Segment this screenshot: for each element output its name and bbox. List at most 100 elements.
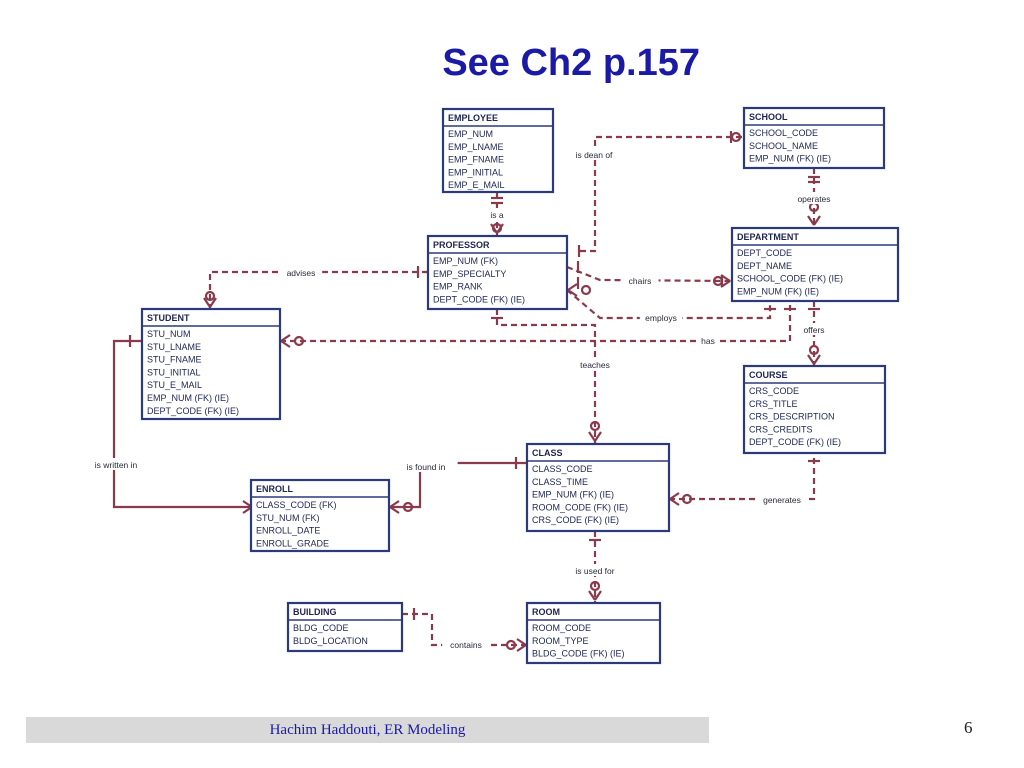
entity-attribute: SCHOOL_CODE (FK) (IE) [737, 274, 843, 284]
entity-attribute: EMP_FNAME [448, 155, 504, 165]
entity-attribute: EMP_SPECIALTY [433, 269, 506, 279]
cardinality-markers [128, 131, 821, 652]
relationship-label-bg [394, 460, 458, 472]
entity-attribute: CRS_DESCRIPTION [749, 412, 835, 422]
entity-box [441, 107, 555, 194]
teaches-line [495, 309, 597, 444]
entity-attribute: EMP_RANK [433, 282, 483, 292]
relationship-labels: is dean of is a operates advises chairs emplo… [79, 148, 838, 650]
entity-attribute: STU_E_MAIL [147, 380, 202, 390]
many-marker [389, 500, 400, 514]
entity-name: BUILDING [293, 607, 337, 617]
entity-box [286, 601, 404, 653]
optional-marker [580, 284, 592, 296]
entity-name: ENROLL [256, 484, 294, 494]
entity-employee: EMPLOYEEEMP_NUMEMP_LNAMEEMP_FNAMEEMP_INI… [441, 107, 555, 194]
relationship-label-bg [483, 208, 511, 220]
relationship-label-bg [795, 323, 833, 335]
entity-attribute: DEPT_CODE (FK) (IE) [749, 437, 841, 447]
entity-name: CLASS [532, 448, 563, 458]
page-number: 6 [964, 718, 973, 737]
many-marker [280, 334, 291, 348]
relationship-label-bg [697, 334, 719, 346]
contains-line [402, 612, 527, 647]
optional-marker [589, 580, 601, 592]
relationship-label-chairs: chairs [629, 276, 652, 286]
entity-name: ROOM [532, 607, 560, 617]
optional-marker [293, 335, 305, 347]
relationship-label-is-dean-of: is dean of [576, 150, 613, 160]
entities: EMPLOYEEEMP_NUMEMP_LNAMEEMP_FNAMEEMP_INI… [140, 106, 900, 665]
entity-name: COURSE [749, 370, 788, 380]
is-dean-of-line [580, 135, 744, 253]
entity-attribute: EMP_NUM [448, 129, 493, 139]
many-marker [567, 283, 578, 297]
entity-attribute: BLDG_LOCATION [293, 636, 368, 646]
relationship-label-bg [279, 266, 323, 278]
many-marker [807, 354, 821, 365]
optional-marker [204, 290, 216, 302]
relationship-label-bg [755, 493, 809, 505]
relationship-label-operates: operates [797, 194, 830, 204]
entity-box [525, 442, 671, 533]
entity-attribute: CLASS_TIME [532, 477, 588, 487]
many-marker [669, 492, 680, 506]
entity-attribute: EMP_E_MAIL [448, 180, 505, 190]
entity-attribute: CLASS_CODE [532, 464, 593, 474]
entity-attribute: CRS_CREDITS [749, 424, 813, 434]
entity-name: STUDENT [147, 313, 190, 323]
entity-attribute: ROOM_CODE (FK) (IE) [532, 502, 628, 512]
relationship-label-teaches: teaches [580, 360, 610, 370]
entity-attribute: EMP_NUM (FK) (IE) [147, 393, 229, 403]
entity-name: SCHOOL [749, 112, 788, 122]
entity-box [525, 601, 662, 665]
entity-box [426, 234, 569, 311]
relationship-label-is-a: is a [490, 210, 504, 220]
entity-attribute: CLASS_CODE (FK) [256, 500, 337, 510]
entity-name: DEPARTMENT [737, 232, 799, 242]
footer-text: Hachim Haddouti, ER Modeling [269, 722, 466, 738]
entity-attribute: STU_LNAME [147, 342, 201, 352]
relationship-label-bg [563, 564, 627, 576]
entity-attribute: STU_INITIAL [147, 367, 201, 377]
relationship-label-has: has [701, 336, 715, 346]
entity-attribute: ENROLL_GRADE [256, 538, 329, 548]
many-marker [588, 590, 602, 601]
entity-attribute: SCHOOL_NAME [749, 141, 818, 151]
entity-box [249, 478, 391, 553]
relationship-label-bg [573, 358, 617, 370]
entity-box [742, 106, 886, 170]
relationship-label-bg [621, 274, 659, 286]
entity-attribute: EMP_NUM (FK) [433, 256, 498, 266]
entity-student: STUDENTSTU_NUMSTU_LNAMESTU_FNAMESTU_INIT… [140, 307, 282, 421]
is-written-in-line [112, 339, 251, 509]
entity-course: COURSECRS_CODECRS_TITLECRS_DESCRIPTIONCR… [742, 364, 887, 455]
relationship-label-generates: generates [763, 495, 801, 505]
optional-marker [712, 275, 724, 287]
relationship-label-bg [639, 311, 683, 323]
entity-attribute: ENROLL_DATE [256, 526, 320, 536]
entity-attribute: CRS_CODE (FK) (IE) [532, 515, 619, 525]
relationship-label-contains: contains [450, 640, 482, 650]
entity-attribute: DEPT_CODE [737, 248, 792, 258]
relationship-label-bg [790, 192, 838, 204]
entity-name: EMPLOYEE [448, 113, 498, 123]
entity-attribute: EMP_LNAME [448, 142, 504, 152]
relationship-label-bg [79, 458, 153, 470]
slide-title: See Ch2 p.157 [442, 42, 700, 84]
entity-attribute: CRS_CODE [749, 386, 799, 396]
advises-line [208, 270, 428, 309]
relationship-label-bg [442, 638, 490, 650]
entity-attribute: DEPT_CODE (FK) (IE) [147, 406, 239, 416]
many-marker [720, 274, 731, 288]
relationship-label-employs: employs [645, 313, 677, 323]
relationship-label-bg [565, 148, 623, 160]
entity-box [140, 307, 282, 421]
entity-attribute: BLDG_CODE (FK) (IE) [532, 649, 625, 659]
relationship-label-advises: advises [287, 268, 316, 278]
many-marker [490, 223, 504, 234]
entity-attribute: STU_FNAME [147, 355, 202, 365]
optional-marker [681, 493, 693, 505]
